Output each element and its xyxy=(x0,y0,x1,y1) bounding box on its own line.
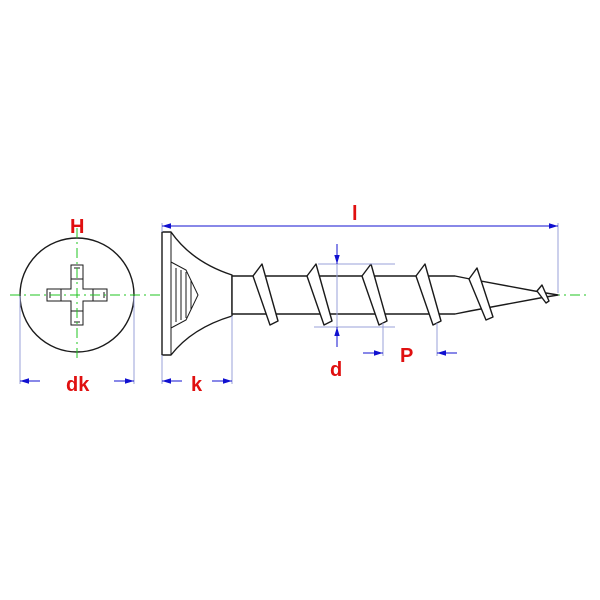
phillips-cross-icon xyxy=(46,264,108,326)
dim-d xyxy=(314,244,395,347)
screw-shank xyxy=(231,275,559,315)
dim-p xyxy=(363,323,457,356)
thread-flights xyxy=(252,263,550,326)
label-dk: dk xyxy=(66,374,90,396)
head-recess xyxy=(170,232,199,355)
label-d: d xyxy=(330,359,342,381)
side-view xyxy=(161,231,559,356)
dim-k xyxy=(161,316,233,384)
label-p: P xyxy=(400,345,413,367)
label-l: l xyxy=(352,203,358,225)
label-k: k xyxy=(191,374,203,396)
label-h: H xyxy=(70,216,84,238)
dim-l xyxy=(161,223,559,293)
dim-dk xyxy=(19,296,135,384)
end-view xyxy=(19,228,135,360)
